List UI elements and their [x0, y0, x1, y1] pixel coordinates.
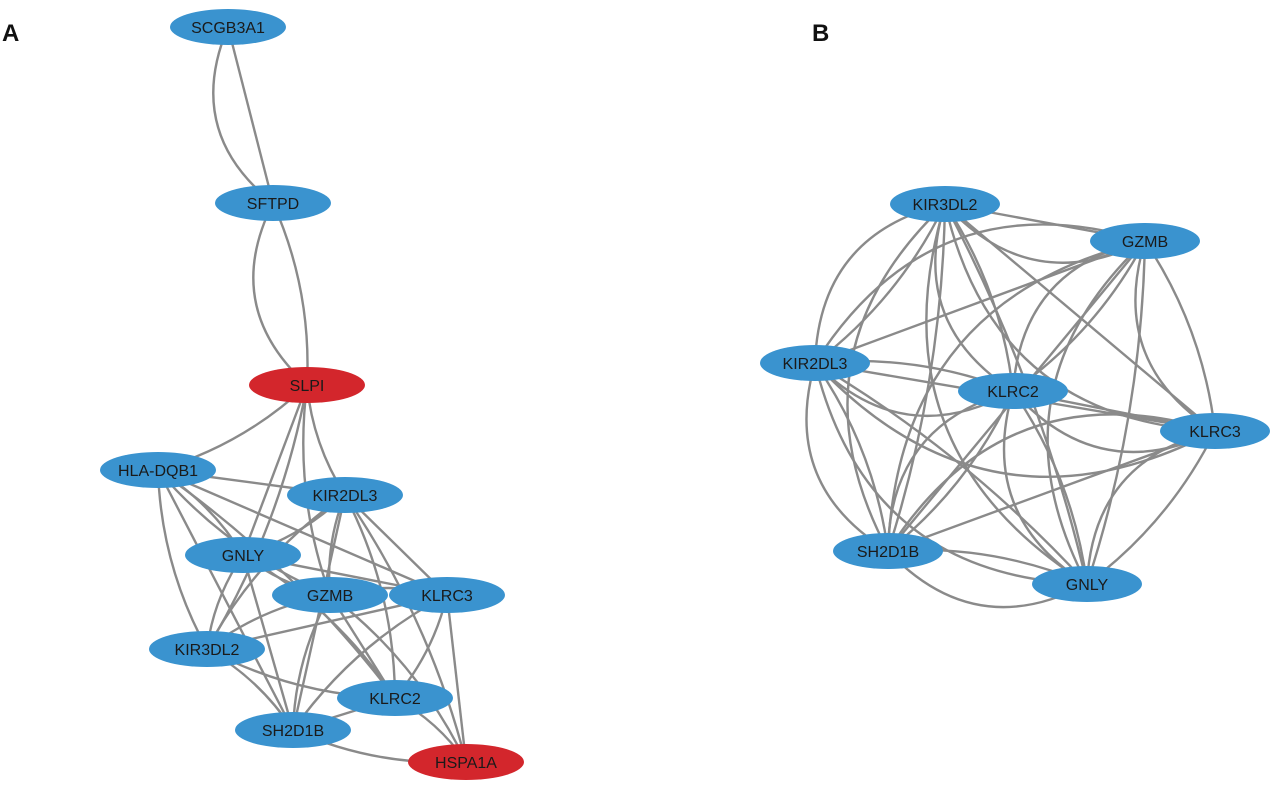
- node-kir2dl3: KIR2DL3: [760, 345, 870, 381]
- node-label: SH2D1B: [857, 544, 919, 561]
- node-klrc3: KLRC3: [389, 577, 505, 613]
- node-shape: [1032, 566, 1142, 602]
- node-label: KIR3DL2: [175, 642, 240, 659]
- edge-kir3dl2-gnly: [925, 203, 1088, 586]
- node-shape: [149, 631, 265, 667]
- node-shape: [337, 680, 453, 716]
- edge-gzmb-kir2dl3: [814, 239, 1146, 365]
- node-label: HLA-DQB1: [118, 463, 198, 480]
- node-shape: [890, 186, 1000, 222]
- edge-kir2dl3-hspa1a: [344, 494, 468, 763]
- node-label: KIR3DL2: [913, 197, 978, 214]
- node-shape: [215, 185, 331, 221]
- edge-klrc2-gnly: [1002, 390, 1088, 586]
- node-label: HSPA1A: [435, 755, 497, 772]
- edge-gzmb-sh2d1b: [886, 239, 1146, 552]
- node-hspa1a: HSPA1A: [408, 744, 524, 780]
- node-label: GZMB: [307, 588, 353, 605]
- node-shape: [249, 367, 365, 403]
- node-hla-dqb1: HLA-DQB1: [100, 452, 216, 488]
- node-label: GNLY: [1066, 577, 1109, 594]
- node-shape: [287, 477, 403, 513]
- node-shape: [760, 345, 870, 381]
- node-sh2d1b: SH2D1B: [235, 712, 351, 748]
- node-label: SFTPD: [247, 196, 299, 213]
- node-label: SCGB3A1: [191, 20, 265, 37]
- edge-kir2dl3-gnly: [813, 362, 1088, 586]
- node-scgb3a1: SCGB3A1: [170, 9, 286, 45]
- node-klrc2: KLRC2: [958, 373, 1068, 409]
- node-shape: [408, 744, 524, 780]
- node-label: KLRC3: [1189, 424, 1241, 441]
- node-shape: [100, 452, 216, 488]
- edge-kir2dl3-gnly: [814, 361, 1088, 585]
- edge-gzmb-klrc3: [1144, 240, 1217, 432]
- node-shape: [958, 373, 1068, 409]
- edge-gzmb-hspa1a: [329, 594, 468, 763]
- edge-hla-dqb1-klrc2: [157, 469, 396, 699]
- node-sftpd: SFTPD: [215, 185, 331, 221]
- edge-scgb3a1-sftpd: [212, 26, 274, 204]
- edge-scgb3a1-sftpd: [226, 26, 275, 204]
- node-shape: [272, 577, 388, 613]
- node-shape: [833, 533, 943, 569]
- node-gzmb: GZMB: [1090, 223, 1200, 259]
- node-label: SH2D1B: [262, 723, 324, 740]
- edge-klrc2-gnly: [1012, 390, 1089, 585]
- node-gzmb: GZMB: [272, 577, 388, 613]
- node-kir2dl3: KIR2DL3: [287, 477, 403, 513]
- edge-klrc3-sh2d1b: [886, 413, 1216, 552]
- node-shape: [170, 9, 286, 45]
- edge-kir3dl2-klrc3: [944, 203, 1216, 432]
- node-label: KLRC3: [421, 588, 473, 605]
- edge-slpi-gnly: [241, 384, 309, 556]
- node-gnly: GNLY: [1032, 566, 1142, 602]
- node-shape: [185, 537, 301, 573]
- node-shape: [389, 577, 505, 613]
- node-shape: [1090, 223, 1200, 259]
- edge-kir3dl2-klrc3: [943, 203, 1216, 433]
- edge-hla-dqb1-klrc3: [157, 468, 448, 597]
- edge-sftpd-slpi: [252, 202, 308, 386]
- node-label: SLPI: [290, 378, 325, 395]
- node-slpi: SLPI: [249, 367, 365, 403]
- edge-gzmb-kir2dl3: [813, 223, 1146, 364]
- node-kir3dl2: KIR3DL2: [890, 186, 1000, 222]
- node-sh2d1b: SH2D1B: [833, 533, 943, 569]
- panel-b-letter: B: [812, 20, 830, 47]
- node-shape: [235, 712, 351, 748]
- node-label: KLRC2: [369, 691, 421, 708]
- edge-gnly-sh2d1b: [241, 554, 295, 731]
- edge-kir2dl3-sh2d1b: [805, 362, 889, 553]
- node-klrc2: KLRC2: [337, 680, 453, 716]
- edge-kir3dl2-sh2d1b: [886, 203, 947, 552]
- edge-gzmb-klrc3: [1134, 240, 1216, 433]
- node-kir3dl2: KIR3DL2: [149, 631, 265, 667]
- edge-kir2dl3-sh2d1b: [814, 362, 890, 552]
- edge-kir3dl2-klrc2: [943, 203, 1015, 392]
- node-label: GZMB: [1122, 234, 1168, 251]
- edge-klrc3-hspa1a: [445, 594, 468, 763]
- node-label: GNLY: [222, 548, 265, 565]
- node-label: KIR2DL3: [313, 488, 378, 505]
- edge-hla-dqb1-sh2d1b: [156, 469, 295, 731]
- edge-hla-dqb1-kir3dl2: [156, 469, 209, 650]
- node-label: KIR2DL3: [783, 356, 848, 373]
- node-shape: [1160, 413, 1270, 449]
- edge-kir2dl3-klrc3: [814, 362, 1216, 478]
- node-gnly: GNLY: [185, 537, 301, 573]
- node-klrc3: KLRC3: [1160, 413, 1270, 449]
- panel-a-letter: A: [2, 20, 20, 47]
- node-label: KLRC2: [987, 384, 1039, 401]
- edge-sftpd-slpi: [271, 202, 309, 386]
